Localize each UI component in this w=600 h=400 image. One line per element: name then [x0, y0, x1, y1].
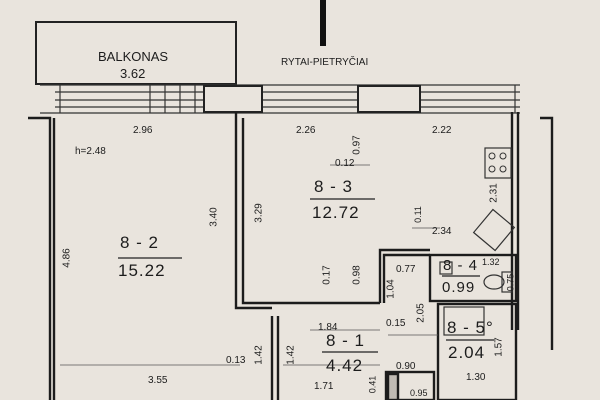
dim-075: 0.75 — [505, 273, 516, 292]
dim-095: 0.95 — [410, 388, 428, 398]
room-8-5-area: 2.04 — [448, 343, 486, 362]
dim-296: 2.96 — [133, 125, 153, 136]
height-note: h=2.48 — [75, 146, 106, 157]
dim-231: 2.31 — [488, 183, 500, 203]
room-8-3-id: 8 - 3 — [314, 177, 354, 196]
column-right — [357, 85, 421, 113]
dim-090: 0.90 — [396, 361, 416, 372]
dim-329: 3.29 — [253, 203, 265, 223]
toilet — [483, 274, 505, 290]
dim-355: 3.55 — [148, 375, 168, 386]
window-band — [40, 84, 520, 114]
balcony-area: 3.62 — [120, 66, 146, 81]
dim-017: 0.17 — [321, 265, 333, 285]
dim-132: 1.32 — [482, 257, 500, 267]
dim-011: 0.11 — [412, 206, 423, 223]
dim-486: 4.86 — [61, 248, 73, 268]
room-8-4-area: 0.99 — [442, 279, 476, 296]
column-left — [203, 85, 263, 113]
dim-015: 0.15 — [386, 318, 406, 329]
dim-104: 1.04 — [385, 279, 397, 299]
dim-340: 3.40 — [208, 207, 220, 227]
room-8-1-id: 8 - 1 — [326, 331, 366, 350]
kitchen-sink — [472, 208, 516, 252]
dim-205: 2.05 — [415, 303, 427, 323]
room-8-2-area: 15.22 — [118, 261, 166, 280]
dim-142-right: 1.42 — [285, 345, 297, 365]
balcony-outline — [35, 21, 237, 85]
stove — [484, 147, 512, 179]
room-8-1-area: 4.42 — [326, 356, 364, 375]
dim-013: 0.13 — [226, 355, 246, 366]
room-8-4-id: 8 - 4 — [443, 257, 479, 274]
dim-171: 1.71 — [314, 381, 334, 392]
dim-222: 2.22 — [432, 125, 452, 136]
dim-077: 0.77 — [396, 264, 416, 275]
room-8-5-id: 8 - 5° — [447, 318, 494, 337]
room-8-2-id: 8 - 2 — [120, 233, 160, 252]
dim-157: 1.57 — [493, 337, 505, 357]
dim-130: 1.30 — [466, 372, 486, 383]
dim-142-left: 1.42 — [253, 345, 265, 365]
dim-226: 2.26 — [296, 125, 316, 136]
dim-234: 2.34 — [432, 226, 452, 237]
dim-184: 1.84 — [318, 322, 338, 333]
dim-012: 0.12 — [335, 158, 355, 169]
walls — [28, 112, 554, 400]
balcony-name: BALKONAS — [98, 49, 169, 64]
dim-097: 0.97 — [351, 135, 363, 155]
dim-098: 0.98 — [351, 265, 363, 285]
room-8-3-area: 12.72 — [312, 203, 360, 222]
dim-041: 0.41 — [367, 375, 378, 394]
window-band-ticks — [59, 85, 516, 113]
bathtub — [443, 306, 485, 336]
wc-sink — [439, 261, 453, 275]
compass-label: RYTAI-PIETRYČIAI — [281, 57, 369, 68]
